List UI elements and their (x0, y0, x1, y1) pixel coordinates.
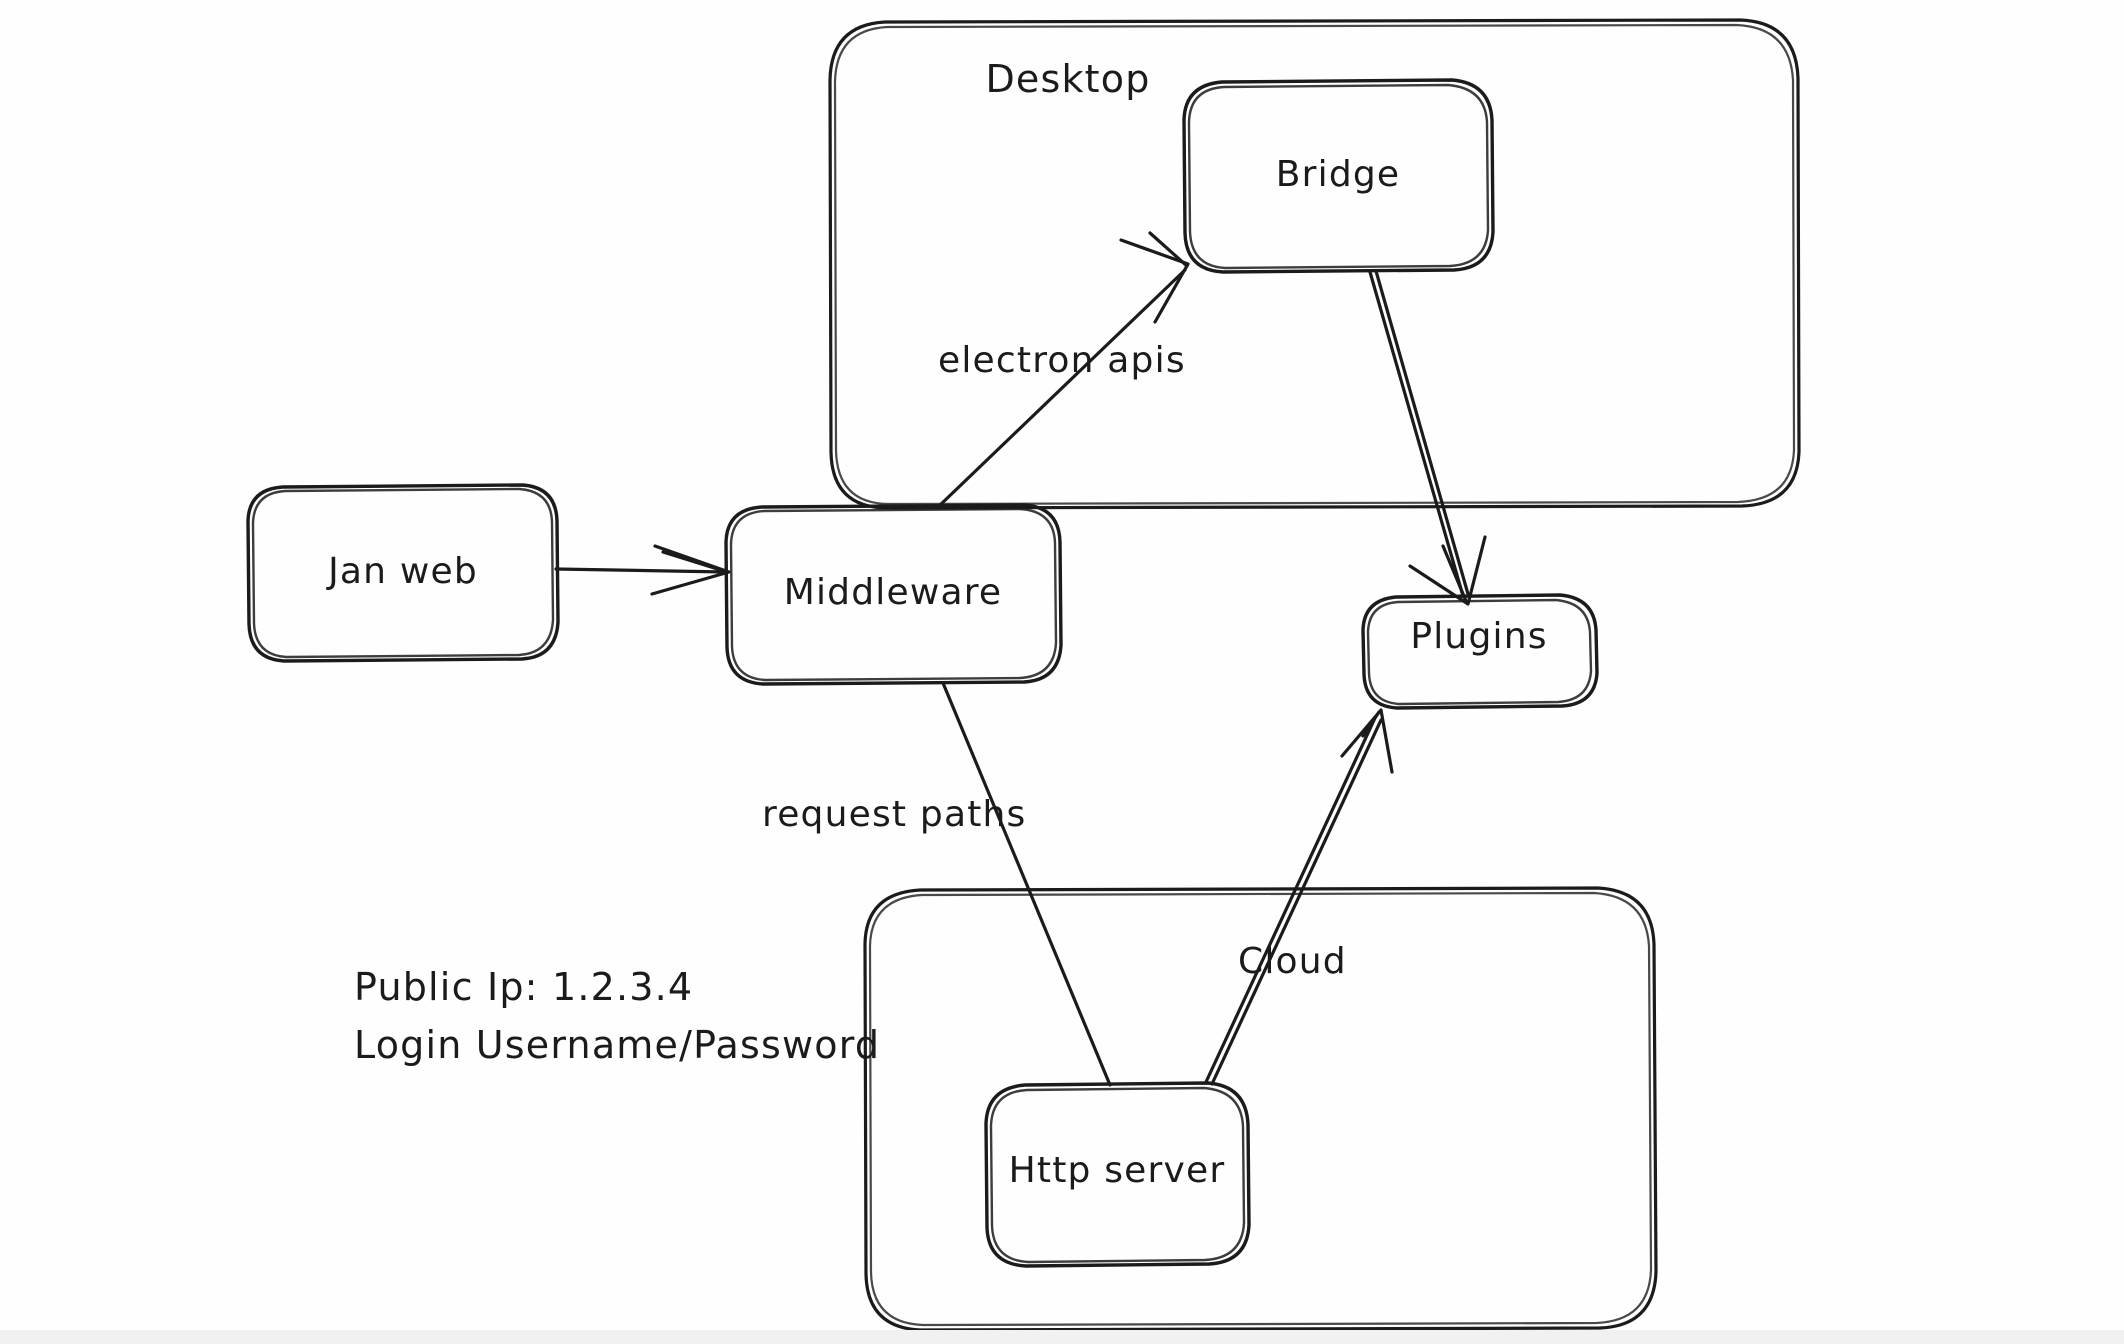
node-middleware[interactable]: Middleware (724, 503, 1063, 686)
edge-bridge-to-plugins (1368, 269, 1487, 606)
bottom-edge-strip (0, 1330, 2124, 1344)
node-plugins[interactable]: Plugins (1361, 593, 1599, 710)
edge-label-electron-apis: electron apis (938, 340, 1186, 381)
edge-label-cloud: Cloud (1238, 941, 1347, 982)
edge-httpserver-to-plugins: Cloud (1204, 708, 1394, 1086)
edge-middleware-to-bridge: electron apis (936, 231, 1190, 509)
node-label-plugins: Plugins (1410, 616, 1547, 657)
node-label-middleware: Middleware (784, 572, 1003, 613)
node-label-bridge: Bridge (1276, 154, 1401, 195)
note-login: Login Username/Password (354, 1023, 880, 1067)
node-jan-web[interactable]: Jan web (246, 483, 560, 663)
edge-httpserver-to-middleware: request paths (762, 681, 1112, 1087)
group-label-desktop: Desktop (985, 57, 1150, 101)
node-label-jan-web: Jan web (326, 551, 478, 592)
node-http-server[interactable]: Http server (984, 1081, 1251, 1268)
group-desktop: Desktop (828, 18, 1801, 510)
note-connection-details: Public Ip: 1.2.3.4 Login Username/Passwo… (354, 965, 880, 1067)
node-label-http-server: Http server (1009, 1150, 1226, 1191)
group-cloud (863, 886, 1658, 1332)
node-bridge[interactable]: Bridge (1182, 78, 1495, 274)
edge-label-request-paths: request paths (762, 794, 1027, 835)
note-public-ip: Public Ip: 1.2.3.4 (354, 965, 693, 1009)
edge-janweb-to-middleware (554, 544, 731, 596)
